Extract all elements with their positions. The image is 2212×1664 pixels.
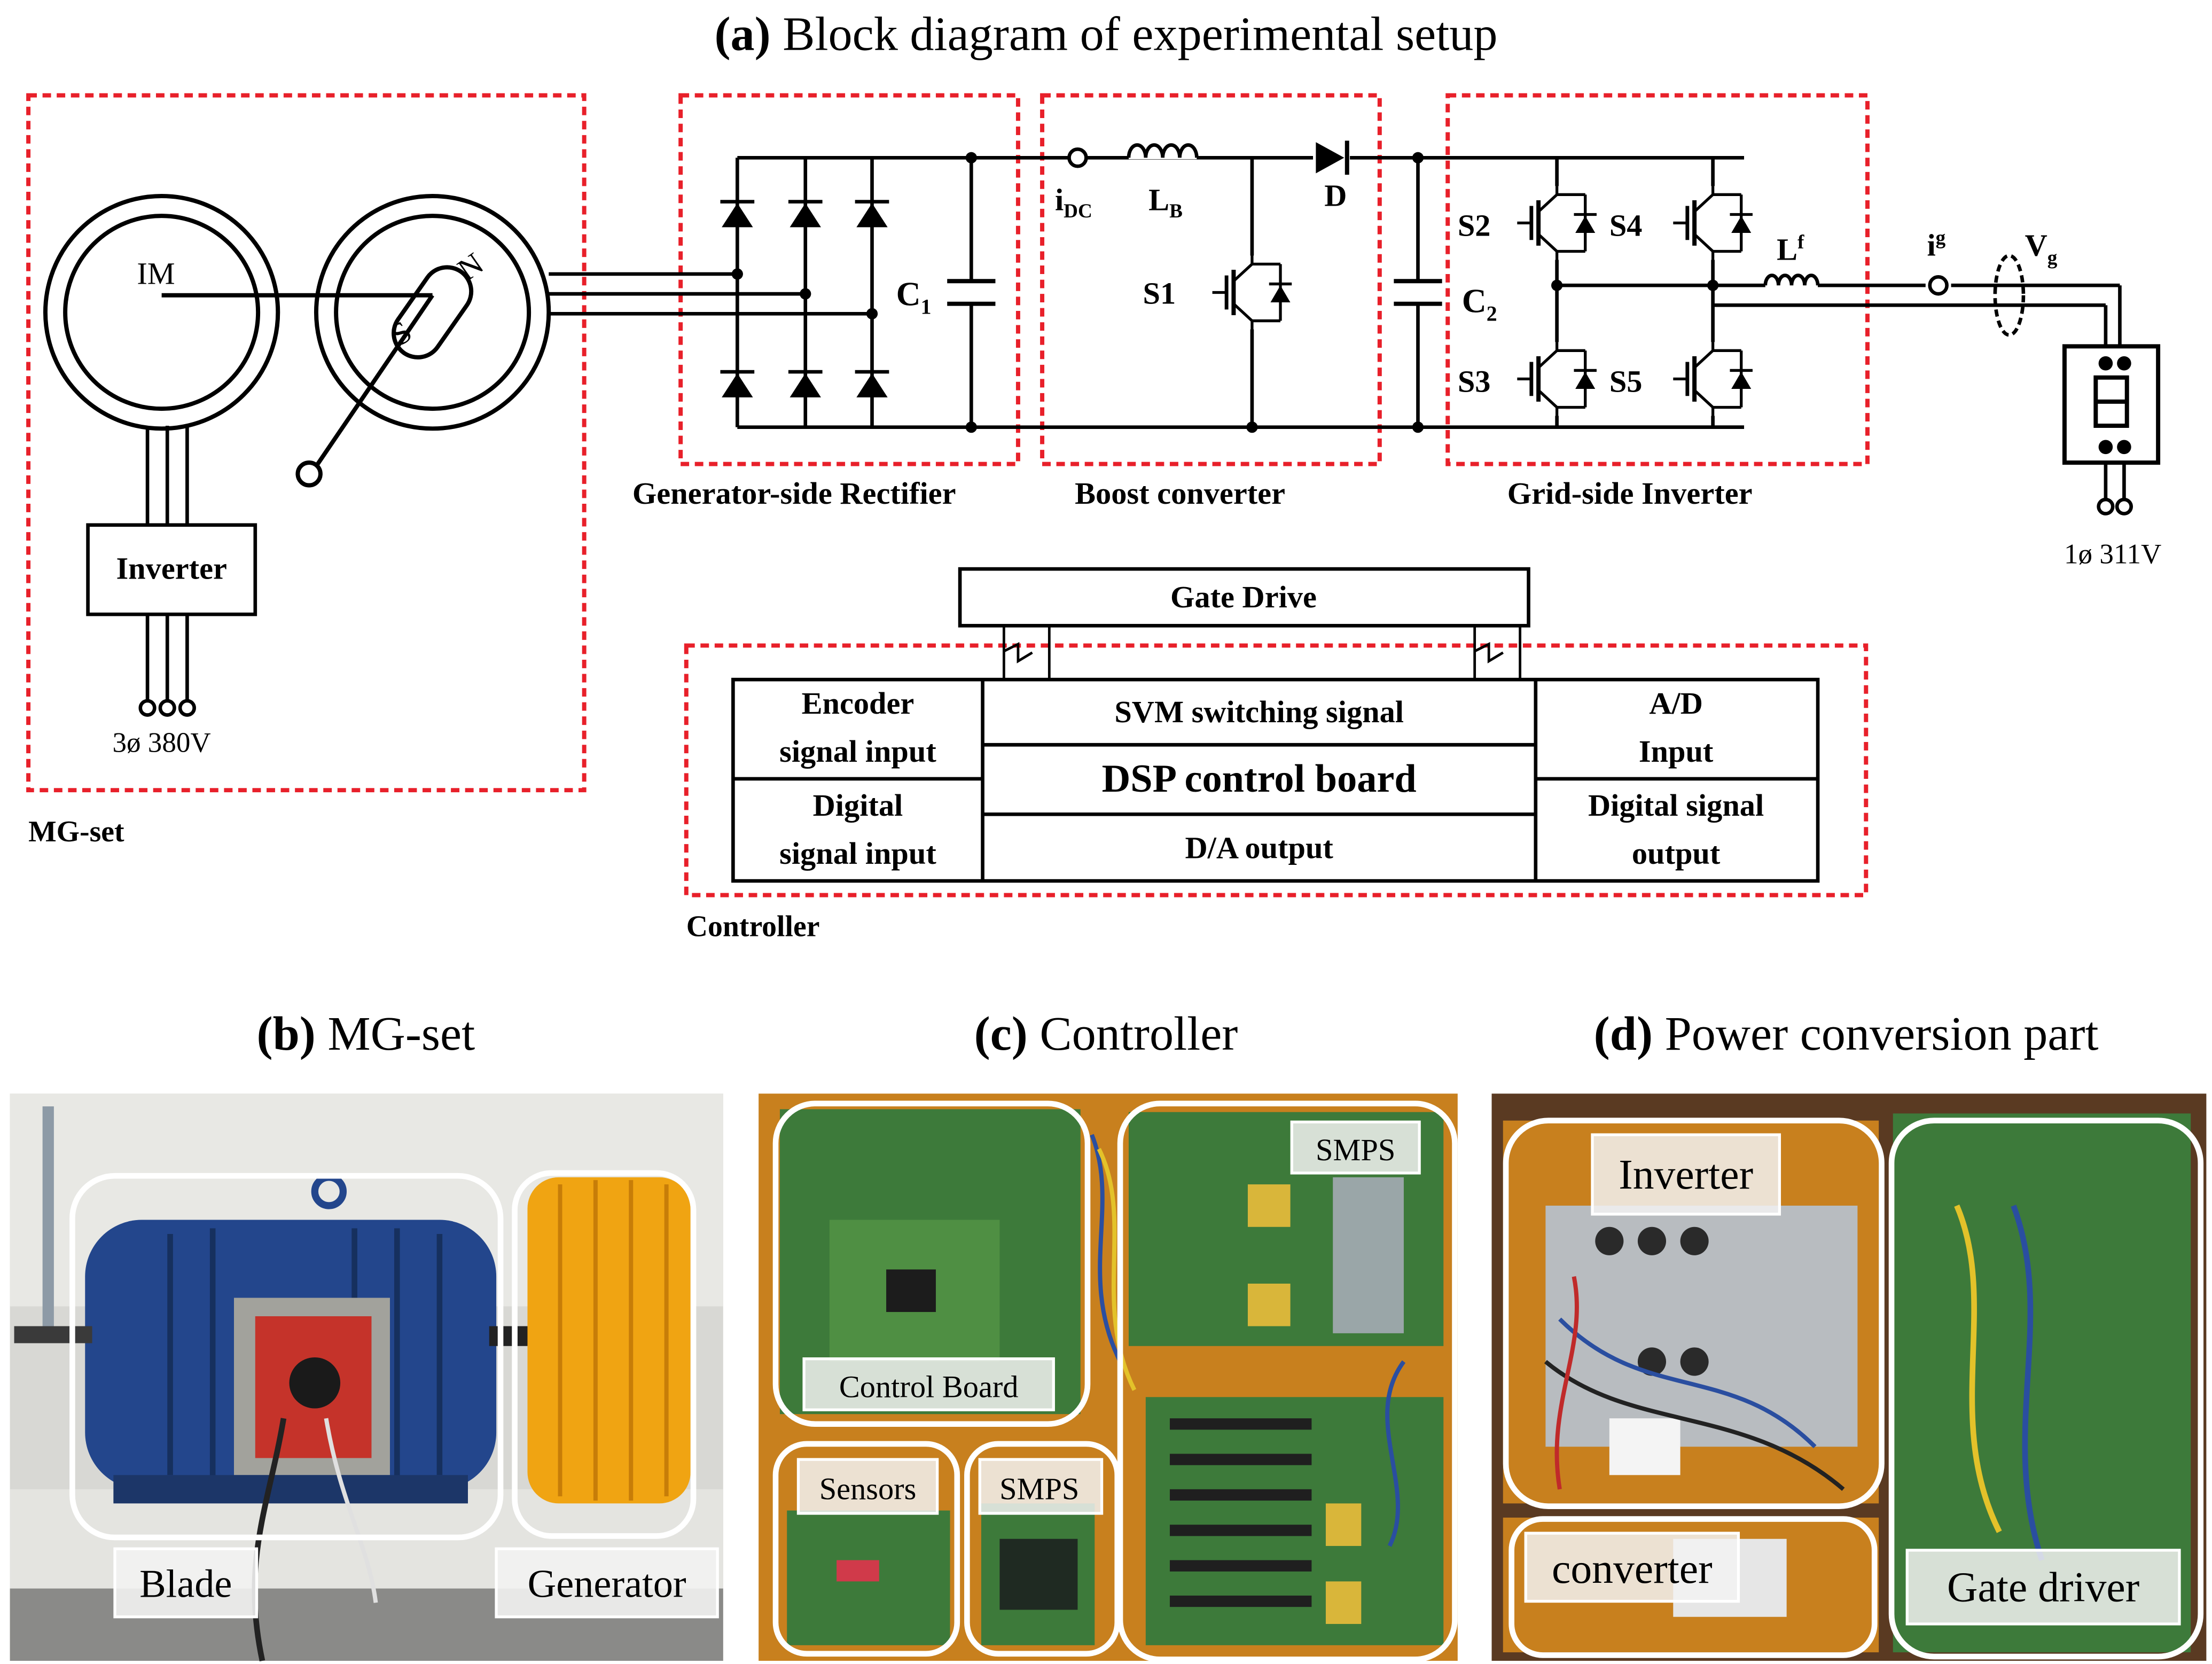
s-label: S [384, 314, 418, 353]
blade-callout-box [69, 1173, 504, 1541]
panel-b-title: (b) MG-set [257, 1007, 475, 1060]
ig-label: ig [1927, 227, 1945, 262]
dsp-label: DSP control board [1102, 757, 1417, 801]
grid-terminal-icon [2097, 497, 2115, 515]
rectifier-box [678, 93, 1020, 466]
panel-b: (b) MG-set [10, 1007, 723, 1662]
da-output-label: D/A output [1185, 831, 1333, 865]
mg-inverter-box [86, 523, 257, 616]
s1-switch-icon [1213, 255, 1292, 329]
mg-terminal-icon [178, 699, 196, 717]
digital-output-line2: output [1632, 836, 1721, 871]
smps-callout-label-top: SMPS [1316, 1132, 1395, 1167]
controller-label: Controller [686, 910, 820, 943]
boost-label: Boost converter [1075, 476, 1285, 511]
ig-sensor-icon [1928, 275, 1949, 296]
c1-capacitor [947, 279, 996, 306]
lf-label: Lf [1777, 231, 1804, 267]
inverter-callout-box [1503, 1118, 1885, 1510]
control-board-callout-box [772, 1100, 1091, 1427]
svm-label: SVM switching signal [1114, 694, 1404, 729]
panel-d: (d) Power conversion part [1491, 1007, 2207, 1661]
idc-label: iDC [1055, 183, 1092, 222]
smps-callout-box-bottom [964, 1441, 1121, 1657]
s1-label: S1 [1143, 276, 1176, 311]
generator-housing [527, 1177, 691, 1504]
rectifier-label: Generator-side Rectifier [632, 476, 956, 511]
smps-callout-label-bottom: SMPS [999, 1471, 1079, 1506]
s5-label: S5 [1609, 364, 1643, 399]
grid-terminal-icon [2115, 497, 2133, 515]
gate-driver-callout-box [1888, 1118, 2204, 1660]
sensors-callout-box [772, 1441, 960, 1657]
s4-label: S4 [1609, 208, 1643, 243]
c2-capacitor [1394, 279, 1442, 306]
dsp-table [731, 677, 1820, 883]
c1-label: C1 [896, 275, 932, 318]
s2-switch-icon [1517, 186, 1597, 260]
encoder-line2: signal input [779, 734, 936, 769]
panel-c: (c) Controller [759, 1007, 1458, 1662]
panel-c-title: (c) Controller [974, 1007, 1238, 1060]
mg-terminal-icon [138, 699, 157, 717]
n-label: N [451, 246, 490, 287]
digital-input-line2: signal input [779, 836, 936, 871]
mg-inverter-label: Inverter [116, 551, 226, 586]
digital-input-line1: Digital [813, 788, 903, 823]
panel-a-title: (a) Block diagram of experimental setup [714, 7, 1497, 61]
converter-callout-label: converter [1552, 1545, 1713, 1592]
grid-supply-label: 1ø 311V [2064, 538, 2161, 569]
gate-driver-callout-label: Gate driver [1947, 1564, 2139, 1611]
generator-callout-label: Generator [528, 1563, 686, 1606]
vg-probe-icon [1993, 254, 2026, 337]
induction-motor-symbol [43, 193, 280, 431]
boost-box [1040, 93, 1382, 466]
gate-drive-label: Gate Drive [1170, 580, 1317, 614]
sensors-callout-label: Sensors [819, 1471, 917, 1506]
lb-label: LB [1148, 183, 1183, 222]
mg-set-box [26, 93, 587, 793]
gate-drive-box [958, 567, 1530, 628]
s3-switch-icon [1517, 342, 1597, 416]
encoder-line1: Encoder [802, 686, 914, 721]
blade-arm [313, 294, 434, 470]
ad-input-line1: A/D [1649, 686, 1703, 721]
mg-terminal-icon [158, 699, 176, 717]
c2-label: C2 [1462, 282, 1497, 326]
d-diode [1316, 140, 1349, 175]
lf-inductor [1763, 274, 1820, 286]
lb-inductor [1127, 143, 1199, 158]
blade-callout-label: Blade [139, 1563, 232, 1606]
ad-input-line2: Input [1639, 734, 1714, 769]
panel-d-title: (d) Power conversion part [1594, 1007, 2099, 1060]
mg-supply-label: 3ø 380V [112, 728, 210, 759]
smps-callout-box-top [1117, 1100, 1458, 1662]
generator-callout-box [512, 1170, 697, 1539]
blade-hub-icon [295, 460, 323, 488]
idc-sensor-icon [1067, 147, 1088, 168]
digital-output-line1: Digital signal [1588, 788, 1764, 823]
im-label: IM [137, 256, 175, 291]
s3-label: S3 [1458, 364, 1491, 399]
vg-label: Vg [2025, 228, 2058, 269]
converter-callout-box [1508, 1516, 1878, 1658]
s2-label: S2 [1458, 208, 1491, 243]
grid-inverter-label: Grid-side Inverter [1507, 476, 1753, 511]
control-board-callout-label: Control Board [839, 1369, 1019, 1404]
d-label: D [1324, 178, 1347, 213]
s4-switch-icon [1673, 186, 1753, 260]
mg-set-label: MG-set [28, 815, 124, 848]
panel-a: (a) Block diagram of experimental setup … [26, 7, 2161, 943]
inverter-callout-label: Inverter [1619, 1151, 1753, 1198]
generator-symbol [314, 193, 551, 431]
s5-switch-icon [1673, 342, 1753, 416]
